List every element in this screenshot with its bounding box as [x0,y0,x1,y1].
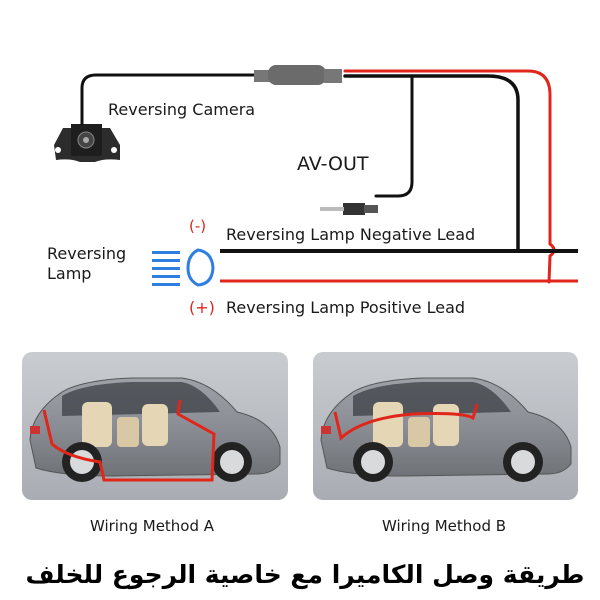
camera-label: Reversing Camera [108,100,255,119]
wiring-method-b-label: Wiring Method B [382,517,506,535]
av-out-jack-icon [320,203,378,215]
lamp-label-line2: Lamp [47,264,91,283]
negative-sign: (-) [189,217,206,235]
camera-cable [80,69,556,284]
av-out-label: AV-OUT [297,153,369,175]
positive-lead-label: Reversing Lamp Positive Lead [226,298,465,317]
wire-route-a [42,399,216,482]
wire-route-b [333,403,479,441]
footer-title: طريقة وصل الكاميرا مع خاصية الرجوع للخلف [26,560,585,590]
wiring-method-a-label: Wiring Method A [90,517,215,535]
reversing-camera-icon [54,124,120,162]
reversing-lamp-icon [152,248,215,287]
wiring-method-a-image [22,352,288,500]
positive-sign: (+) [189,298,215,317]
cable-connector [254,65,342,85]
lamp-label-line1: Reversing [47,244,126,263]
wiring-method-b-image [313,352,578,500]
negative-lead-label: Reversing Lamp Negative Lead [226,225,475,244]
